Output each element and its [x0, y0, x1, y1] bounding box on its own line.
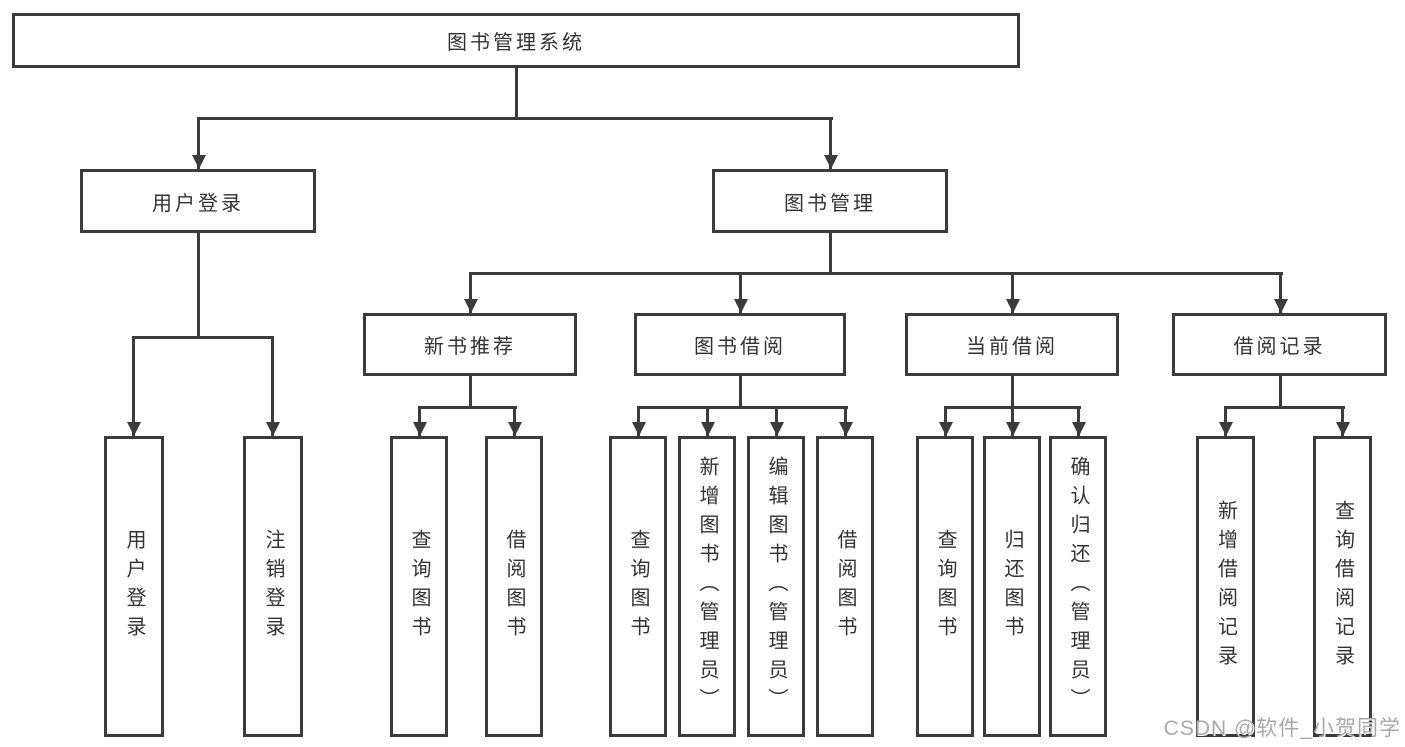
node-new-book-recommend: 新书推荐	[363, 313, 577, 376]
connector-book-mgmt-stem	[829, 233, 832, 275]
leaf-current-confirm-return-admin: 确认归还（管理员）	[1049, 436, 1107, 737]
node-label: 借阅记录	[1233, 336, 1326, 358]
arrow-to-current-borrow	[1005, 272, 1020, 313]
leaf-user-login: 用户登录	[104, 436, 164, 737]
leaf-label: 用户登录	[123, 528, 145, 645]
connector-borrow-stem	[739, 376, 742, 409]
arrow-to-current-query	[938, 406, 953, 436]
leaf-borrow-query-books: 查询图书	[609, 436, 667, 737]
arrow-to-borrow-query	[631, 406, 646, 436]
arrow-to-leaf-logout	[265, 336, 280, 436]
connector-borrow-bar	[637, 406, 848, 409]
leaf-label: 确认归还（管理员）	[1067, 456, 1089, 717]
connector-rec-bar	[418, 406, 517, 409]
leaf-borrow-edit-books-admin: 编辑图书（管理员）	[747, 436, 805, 737]
leaf-rec-query-books: 查询图书	[390, 436, 448, 737]
leaf-label: 新增图书（管理员）	[696, 456, 718, 717]
arrow-to-book-mgmt	[823, 117, 838, 169]
node-current-borrowing: 当前借阅	[905, 313, 1119, 376]
arrow-to-rec-borrow	[507, 406, 522, 436]
node-label: 图书借阅	[694, 336, 786, 358]
leaf-label: 查询图书	[627, 528, 649, 645]
leaf-label: 查询借阅记录	[1331, 499, 1354, 674]
arrow-to-record-query	[1335, 406, 1350, 436]
leaf-record-query-borrow-record: 查询借阅记录	[1313, 436, 1372, 737]
arrow-to-new-book-rec	[463, 272, 478, 313]
connector-user-login-bar	[132, 336, 274, 339]
connector-root-stem	[515, 68, 518, 120]
arrow-to-borrow-edit	[769, 406, 784, 436]
connector-book-mgmt-bar	[469, 272, 1283, 275]
node-user-login: 用户登录	[80, 169, 316, 233]
connector-root-bar	[197, 117, 833, 120]
node-label: 图书管理系统	[447, 32, 585, 54]
node-book-management: 图书管理	[712, 169, 948, 233]
node-label: 新书推荐	[424, 336, 516, 358]
arrow-to-current-confirm	[1071, 406, 1086, 436]
leaf-current-query-books: 查询图书	[916, 436, 974, 737]
leaf-borrow-add-books-admin: 新增图书（管理员）	[678, 436, 736, 737]
leaf-label: 查询图书	[408, 528, 430, 645]
leaf-label: 新增借阅记录	[1214, 499, 1237, 674]
arrow-to-borrow-record	[1273, 272, 1288, 313]
arrow-to-rec-query	[412, 406, 427, 436]
node-root-library-system: 图书管理系统	[12, 13, 1020, 68]
arrow-to-leaf-user-login	[126, 336, 141, 436]
connector-user-login-stem	[197, 233, 200, 339]
connector-record-stem	[1279, 376, 1282, 409]
leaf-current-return-books: 归还图书	[983, 436, 1041, 737]
leaf-borrow-borrow-books: 借阅图书	[816, 436, 874, 737]
leaf-label: 查询图书	[934, 528, 956, 645]
connector-current-stem	[1011, 376, 1014, 409]
node-label: 图书管理	[784, 192, 876, 215]
arrow-to-borrow-borrow	[838, 406, 853, 436]
leaf-rec-borrow-books: 借阅图书	[485, 436, 543, 737]
csdn-watermark: CSDN @软件_小贺同学	[1163, 717, 1401, 740]
leaf-label: 借阅图书	[834, 528, 856, 645]
connector-record-bar	[1224, 406, 1345, 409]
node-book-borrowing: 图书借阅	[634, 313, 846, 376]
leaf-record-add-borrow-record: 新增借阅记录	[1196, 436, 1255, 737]
arrow-to-book-borrow	[733, 272, 748, 313]
leaf-label: 注销登录	[262, 528, 284, 645]
leaf-label: 编辑图书（管理员）	[765, 456, 787, 717]
node-label: 用户登录	[152, 192, 244, 215]
arrow-to-record-add	[1218, 406, 1233, 436]
node-label: 当前借阅	[966, 336, 1058, 358]
leaf-label: 借阅图书	[503, 528, 525, 645]
leaf-logout: 注销登录	[243, 436, 303, 737]
arrow-to-borrow-add	[700, 406, 715, 436]
leaf-label: 归还图书	[1001, 528, 1023, 645]
node-borrow-records: 借阅记录	[1172, 313, 1387, 376]
arrow-to-user-login	[191, 117, 206, 169]
connector-rec-stem	[469, 376, 472, 409]
arrow-to-current-return	[1005, 406, 1020, 436]
